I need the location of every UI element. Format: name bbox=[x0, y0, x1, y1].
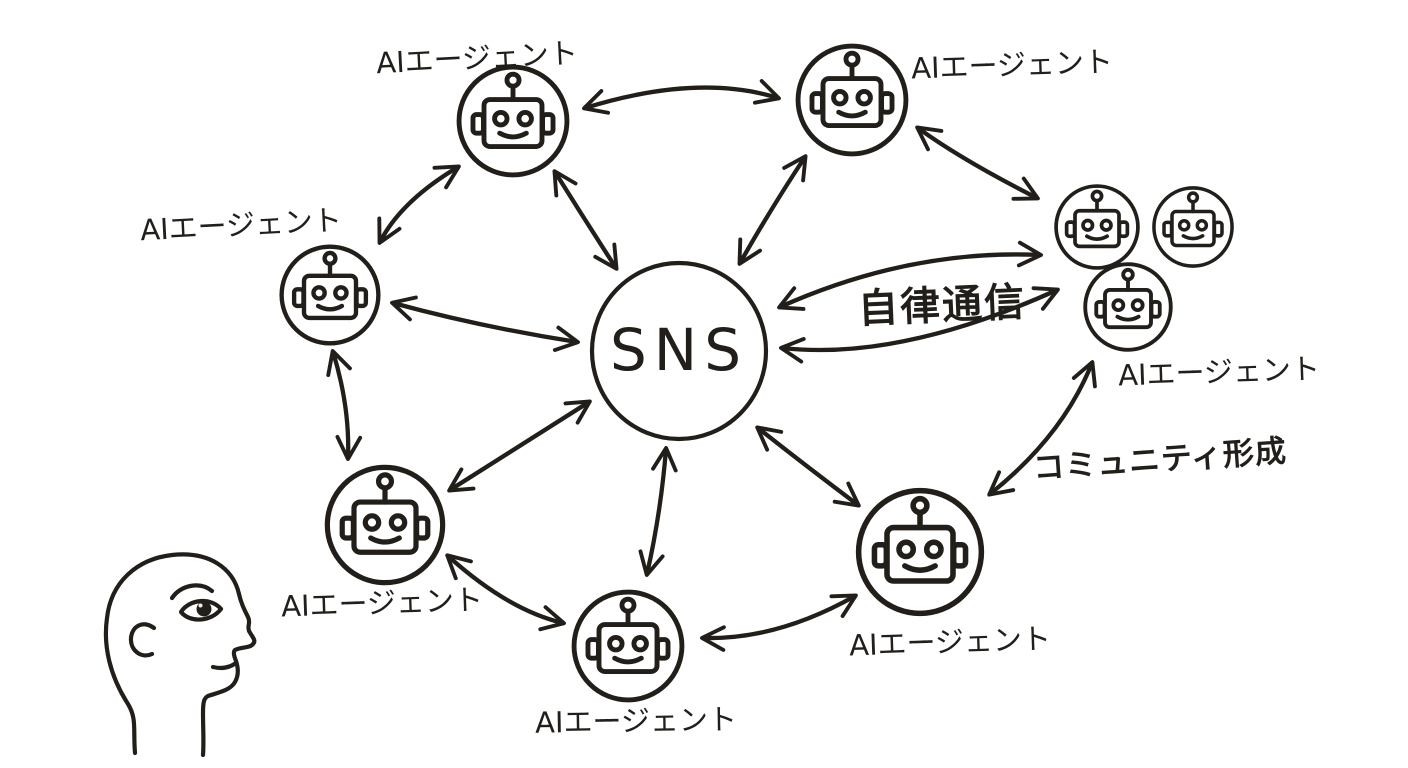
agent-label: AIエージェント bbox=[281, 582, 484, 623]
agent-node-top-left: AIエージェント bbox=[375, 36, 579, 175]
robot-icon bbox=[1152, 186, 1234, 268]
robot-icon bbox=[1054, 184, 1140, 270]
sns-label: SNS bbox=[610, 316, 748, 384]
agent-label: AIエージェント bbox=[1118, 351, 1321, 392]
arrow-sns-bottom-right bbox=[755, 425, 861, 508]
mouth bbox=[210, 660, 239, 671]
robot-icon bbox=[1083, 262, 1173, 352]
sns-circle bbox=[589, 260, 769, 442]
agent-node-bottom-right: AIエージェント bbox=[849, 491, 1052, 663]
arrow-bottom-center-bottom-right bbox=[700, 593, 858, 652]
robot-icon bbox=[798, 46, 906, 154]
human-head-icon bbox=[103, 552, 257, 758]
arrow-bottom-left-bottom-center bbox=[445, 553, 566, 632]
arrow-sns-bottom-center bbox=[638, 446, 678, 577]
arrow-top-right-cluster bbox=[915, 125, 1040, 201]
pupil-glint bbox=[198, 603, 203, 608]
head-outline bbox=[103, 552, 257, 758]
eyebrow bbox=[169, 583, 215, 601]
arrow-left-sns bbox=[390, 295, 580, 352]
annotation-community-formation: コミュニティ形成 bbox=[1032, 433, 1288, 487]
agent-node-bottom-left: AIエージェント bbox=[281, 467, 484, 624]
agent-label: AIエージェント bbox=[375, 36, 578, 81]
eye-outline bbox=[178, 599, 224, 622]
arrow-top-left-left bbox=[377, 164, 461, 245]
arrow-top-left-top-right bbox=[582, 79, 781, 115]
sns-node: SNS bbox=[589, 260, 769, 442]
ear bbox=[128, 622, 157, 658]
arrow-bottom-right-cluster bbox=[987, 360, 1097, 497]
arrow-top-right-sns bbox=[737, 154, 808, 266]
agent-label: AIエージェント bbox=[849, 621, 1052, 662]
robot-icon bbox=[859, 491, 982, 614]
agent-label: AIエージェント bbox=[911, 44, 1114, 85]
connection-arrows bbox=[326, 79, 1097, 652]
robot-icon bbox=[574, 592, 682, 700]
arrow-left-bottom-left bbox=[326, 349, 363, 461]
annotation-autonomous-communication: 自律通信 bbox=[857, 279, 1027, 332]
arrow-sns-cluster-lower bbox=[779, 286, 1060, 364]
agent-label: AIエージェント bbox=[535, 702, 737, 740]
robot-icon bbox=[459, 67, 567, 175]
robot-icon bbox=[327, 467, 442, 582]
agent-node-top-right: AIエージェント bbox=[798, 44, 1113, 153]
pupil bbox=[196, 601, 212, 617]
agent-node-cluster: AIエージェント bbox=[1054, 184, 1321, 393]
agent-node-bottom-center: AIエージェント bbox=[535, 592, 737, 740]
agent-label: AIエージェント bbox=[139, 203, 342, 248]
arrow-sns-bottom-left bbox=[447, 399, 592, 493]
arrow-top-left-sns bbox=[552, 169, 619, 271]
agent-node-left: AIエージェント bbox=[139, 203, 378, 344]
robot-icon bbox=[282, 247, 379, 344]
